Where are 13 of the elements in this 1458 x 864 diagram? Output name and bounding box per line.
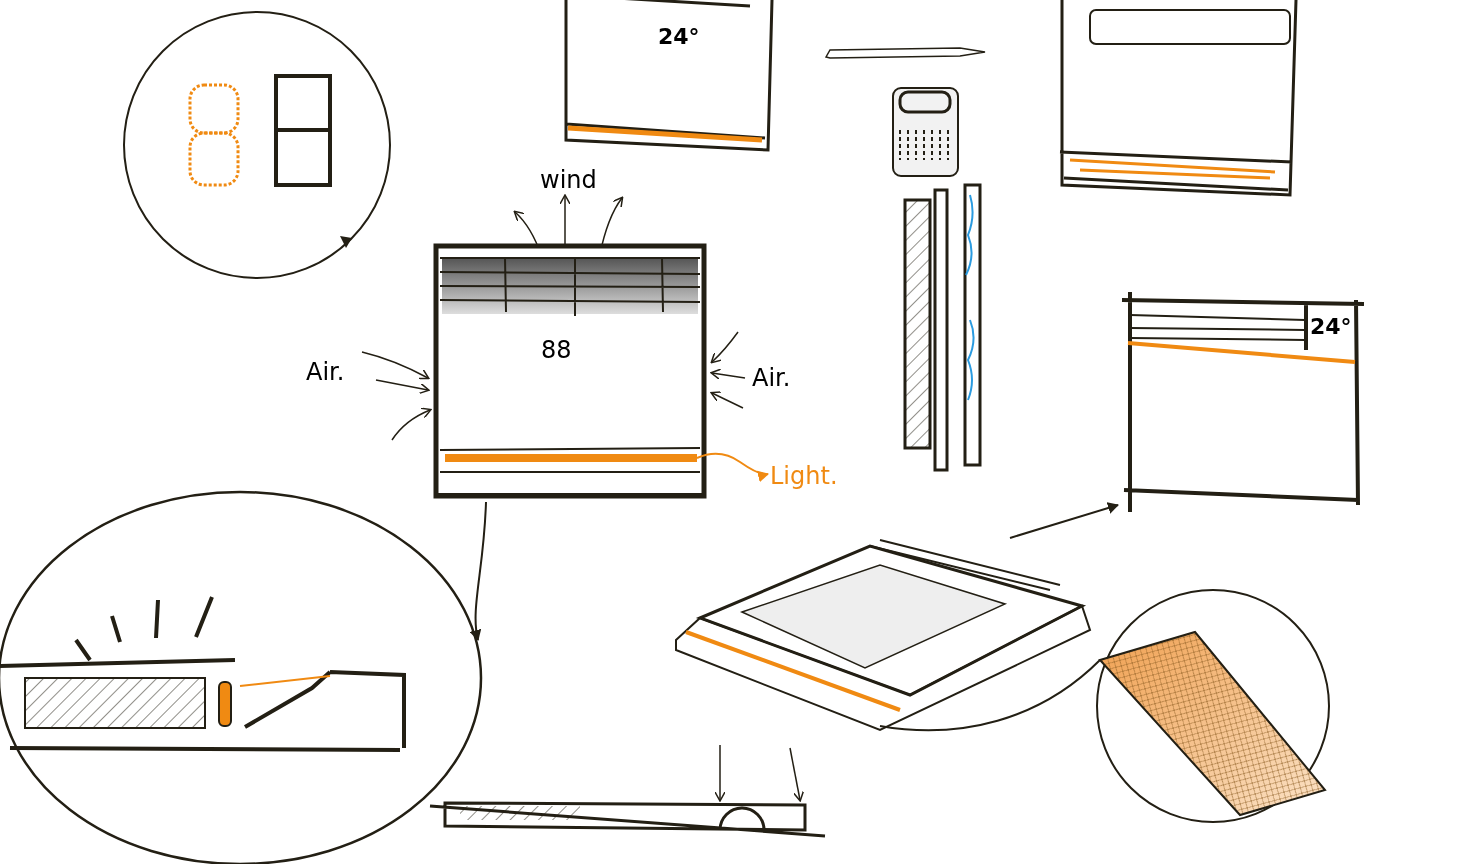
arrow: [1009, 502, 1119, 539]
annotation-text: Air.: [752, 366, 791, 390]
callout-text: Light.: [770, 462, 842, 492]
arrow: [470, 501, 487, 641]
display-digits: 88: [541, 338, 572, 362]
light-detail-circle: [1095, 588, 1331, 824]
light-strip: [445, 454, 697, 462]
annotation-text: Air.: [306, 360, 345, 384]
temperature-reading: 24°: [1310, 316, 1352, 338]
leader-line: [879, 659, 1101, 732]
arrow: [696, 452, 769, 482]
temperature-reading: 24°: [658, 26, 700, 48]
annotation-text: wind: [540, 168, 597, 192]
